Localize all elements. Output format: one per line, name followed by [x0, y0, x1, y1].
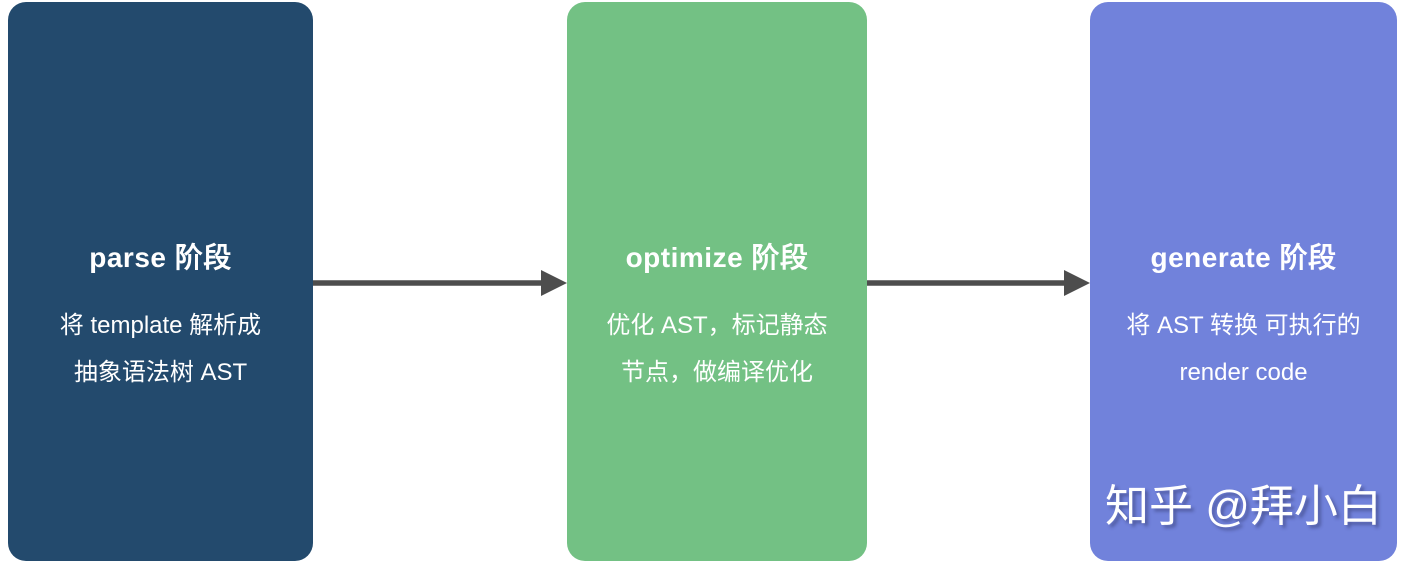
stage-title-optimize: optimize 阶段	[625, 242, 809, 273]
stage-desc-line: render code	[1179, 359, 1308, 386]
stage-box-generate: generate 阶段 将 AST 转换 可执行的 render code	[1090, 2, 1397, 561]
stage-description: 将 template 解析成 抽象语法树 AST	[8, 302, 313, 396]
flow-arrow-icon	[867, 270, 1090, 296]
stage-content: optimize 阶段 优化 AST，标记静态 节点，做编译优化	[567, 238, 867, 396]
stage-box-optimize: optimize 阶段 优化 AST，标记静态 节点，做编译优化	[567, 2, 867, 561]
stage-desc-line: 将 AST 转换 可执行的	[1126, 312, 1361, 339]
flow-arrow-icon	[313, 270, 567, 296]
stage-box-parse: parse 阶段 将 template 解析成 抽象语法树 AST	[8, 2, 313, 561]
stage-title-parse: parse 阶段	[89, 242, 232, 273]
stage-description: 优化 AST，标记静态 节点，做编译优化	[567, 302, 867, 396]
stage-desc-line: 将 template 解析成	[59, 312, 262, 339]
stage-description: 将 AST 转换 可执行的 render code	[1090, 302, 1397, 396]
stage-content: parse 阶段 将 template 解析成 抽象语法树 AST	[8, 238, 313, 396]
watermark: 知乎 @拜小白	[1105, 482, 1382, 531]
stage-title-generate: generate 阶段	[1150, 242, 1337, 273]
stage-desc-line: 抽象语法树 AST	[73, 359, 248, 386]
stage-desc-line: 优化 AST，标记静态	[606, 312, 828, 339]
stage-content: generate 阶段 将 AST 转换 可执行的 render code	[1090, 238, 1397, 396]
stage-desc-line: 节点，做编译优化	[621, 359, 813, 386]
